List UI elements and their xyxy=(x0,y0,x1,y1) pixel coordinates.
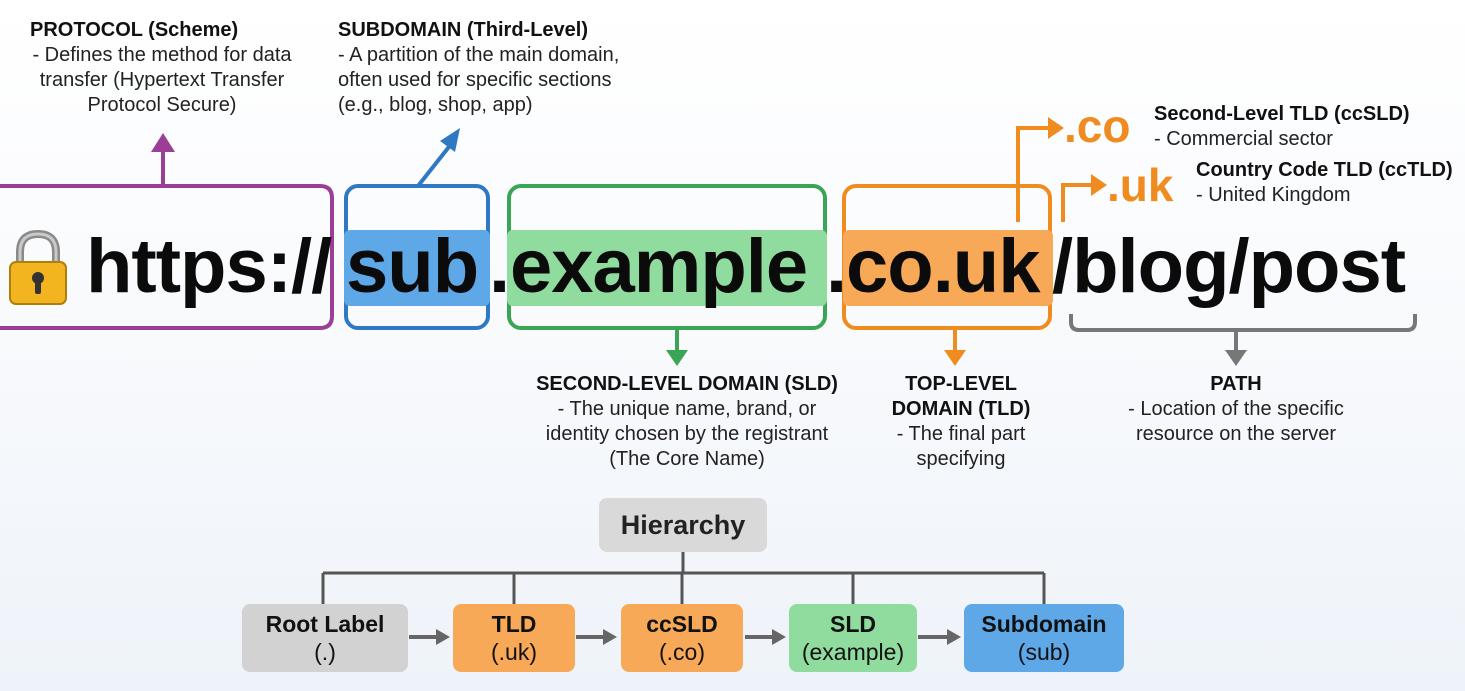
ccsld-title: Second-Level TLD (ccSLD) xyxy=(1154,103,1410,125)
sld-desc-1: - The unique name, brand, or xyxy=(557,398,817,420)
url-scheme: https:// xyxy=(86,224,332,309)
sld-desc-3: (The Core Name) xyxy=(609,448,765,470)
path-desc-2: resource on the server xyxy=(1135,423,1337,445)
ccsld-desc: - Commercial sector xyxy=(1154,128,1333,150)
tld-title-1: TOP-LEVEL xyxy=(905,373,1017,395)
protocol-desc-1: - Defines the method for data xyxy=(32,44,292,66)
sub-highlight xyxy=(344,230,490,306)
sld-desc-2: identity chosen by the registrant xyxy=(545,423,829,445)
node-sub: (.co) xyxy=(659,639,705,665)
hierarchy-title: Hierarchy xyxy=(599,498,767,552)
node-sub: (example) xyxy=(801,639,905,665)
subdomain-desc-2: often used for specific sections xyxy=(338,69,612,91)
lock-icon xyxy=(6,228,70,313)
node-label: Root Label xyxy=(265,611,385,637)
node-label: TLD xyxy=(491,611,537,637)
cctld-arrow xyxy=(1061,183,1093,222)
subdomain-annotation: SUBDOMAIN (Third-Level) - A partition of… xyxy=(338,18,638,118)
protocol-annotation: PROTOCOL (Scheme) - Defines the method f… xyxy=(22,18,302,118)
node-sub: (sub) xyxy=(1017,639,1071,665)
subdomain-desc-1: - A partition of the main domain, xyxy=(338,44,620,66)
protocol-desc-2: transfer (Hypertext Transfer xyxy=(39,69,285,91)
path-bracket xyxy=(1069,314,1417,332)
cctld-short: .uk xyxy=(1107,159,1174,211)
protocol-desc-3: Protocol Secure) xyxy=(87,94,237,116)
tld-highlight xyxy=(843,230,1053,306)
url-subdomain: sub xyxy=(346,224,479,309)
node-label: SLD xyxy=(830,611,876,637)
subdomain-desc-3: (e.g., blog, shop, app) xyxy=(338,94,533,116)
tld-annotation: TOP-LEVEL DOMAIN (TLD) - The final part … xyxy=(873,372,1049,472)
cctld-annotation: Country Code TLD (ccTLD) - United Kingdo… xyxy=(1196,158,1461,208)
hierarchy-arrows xyxy=(409,629,961,645)
ccsld-annotation: Second-Level TLD (ccSLD) - Commercial se… xyxy=(1154,102,1454,152)
url-tld: co.uk xyxy=(846,224,1040,309)
path-desc-1: - Location of the specific xyxy=(1128,398,1344,420)
url-sld: example xyxy=(510,224,808,309)
cctld-title: Country Code TLD (ccTLD) xyxy=(1196,159,1453,181)
hierarchy-node-sld: SLD (example) xyxy=(789,604,917,672)
ccsld-short: .co xyxy=(1064,100,1131,152)
hierarchy-connectors xyxy=(321,552,1046,604)
cctld-desc: - United Kingdom xyxy=(1196,184,1351,206)
hierarchy-node-subdomain: Subdomain (sub) xyxy=(964,604,1124,672)
tld-title-2: DOMAIN (TLD) xyxy=(891,398,1031,420)
path-title: PATH xyxy=(1210,373,1262,395)
path-annotation: PATH - Location of the specific resource… xyxy=(1106,372,1366,447)
url-display: https:// sub . example . co.uk /blog/pos… xyxy=(0,212,1465,322)
hierarchy-node-tld: TLD (.uk) xyxy=(453,604,575,672)
protocol-bracket xyxy=(0,184,334,330)
protocol-title: PROTOCOL (Scheme) xyxy=(30,19,239,41)
node-label: Subdomain xyxy=(981,611,1107,637)
tld-desc-2: specifying xyxy=(916,448,1006,470)
tld-desc-1: - The final part xyxy=(896,423,1026,445)
subdomain-arrow xyxy=(416,141,454,188)
sld-highlight xyxy=(507,230,827,306)
node-sub: (.uk) xyxy=(491,639,537,665)
subdomain-title: SUBDOMAIN (Third-Level) xyxy=(338,19,588,41)
node-sub: (.) xyxy=(314,639,336,665)
hierarchy-node-root: Root Label (.) xyxy=(242,604,408,672)
node-label: ccSLD xyxy=(646,611,718,637)
url-dot-2: . xyxy=(826,224,847,309)
sld-annotation: SECOND-LEVEL DOMAIN (SLD) - The unique n… xyxy=(510,372,864,472)
url-path: /blog/post xyxy=(1052,224,1406,309)
hierarchy-node-ccsld: ccSLD (.co) xyxy=(621,604,743,672)
ccsld-arrow xyxy=(1016,126,1050,222)
sld-title: SECOND-LEVEL DOMAIN (SLD) xyxy=(536,373,838,395)
url-dot-1: . xyxy=(489,224,510,309)
